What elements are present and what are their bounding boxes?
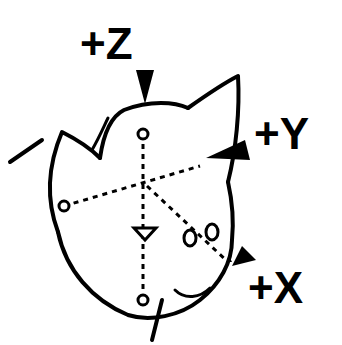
x-axis-dotted xyxy=(147,186,228,262)
cat-eye xyxy=(184,230,196,246)
z-axis-dotted xyxy=(142,134,145,300)
stray-line xyxy=(10,140,42,162)
head-top xyxy=(100,103,188,158)
y-axis-dotted xyxy=(64,166,200,206)
arrow-head xyxy=(232,246,256,266)
head-outline xyxy=(58,182,233,318)
arrow-head xyxy=(136,70,154,104)
axis-label: +Y xyxy=(254,112,309,156)
arrow-head xyxy=(206,140,250,160)
marker-dot xyxy=(138,129,148,139)
right-ear xyxy=(188,76,239,182)
axis-label: +Z xyxy=(80,22,133,66)
cat-eye xyxy=(206,224,218,240)
cat-nose xyxy=(134,228,156,240)
mouth-line xyxy=(175,288,210,297)
arrow-head xyxy=(228,258,232,262)
marker-dot xyxy=(59,201,69,211)
stick-line xyxy=(152,300,162,340)
ear-inner xyxy=(92,118,108,150)
marker-dot xyxy=(138,295,148,305)
axis-label: +X xyxy=(248,266,303,310)
